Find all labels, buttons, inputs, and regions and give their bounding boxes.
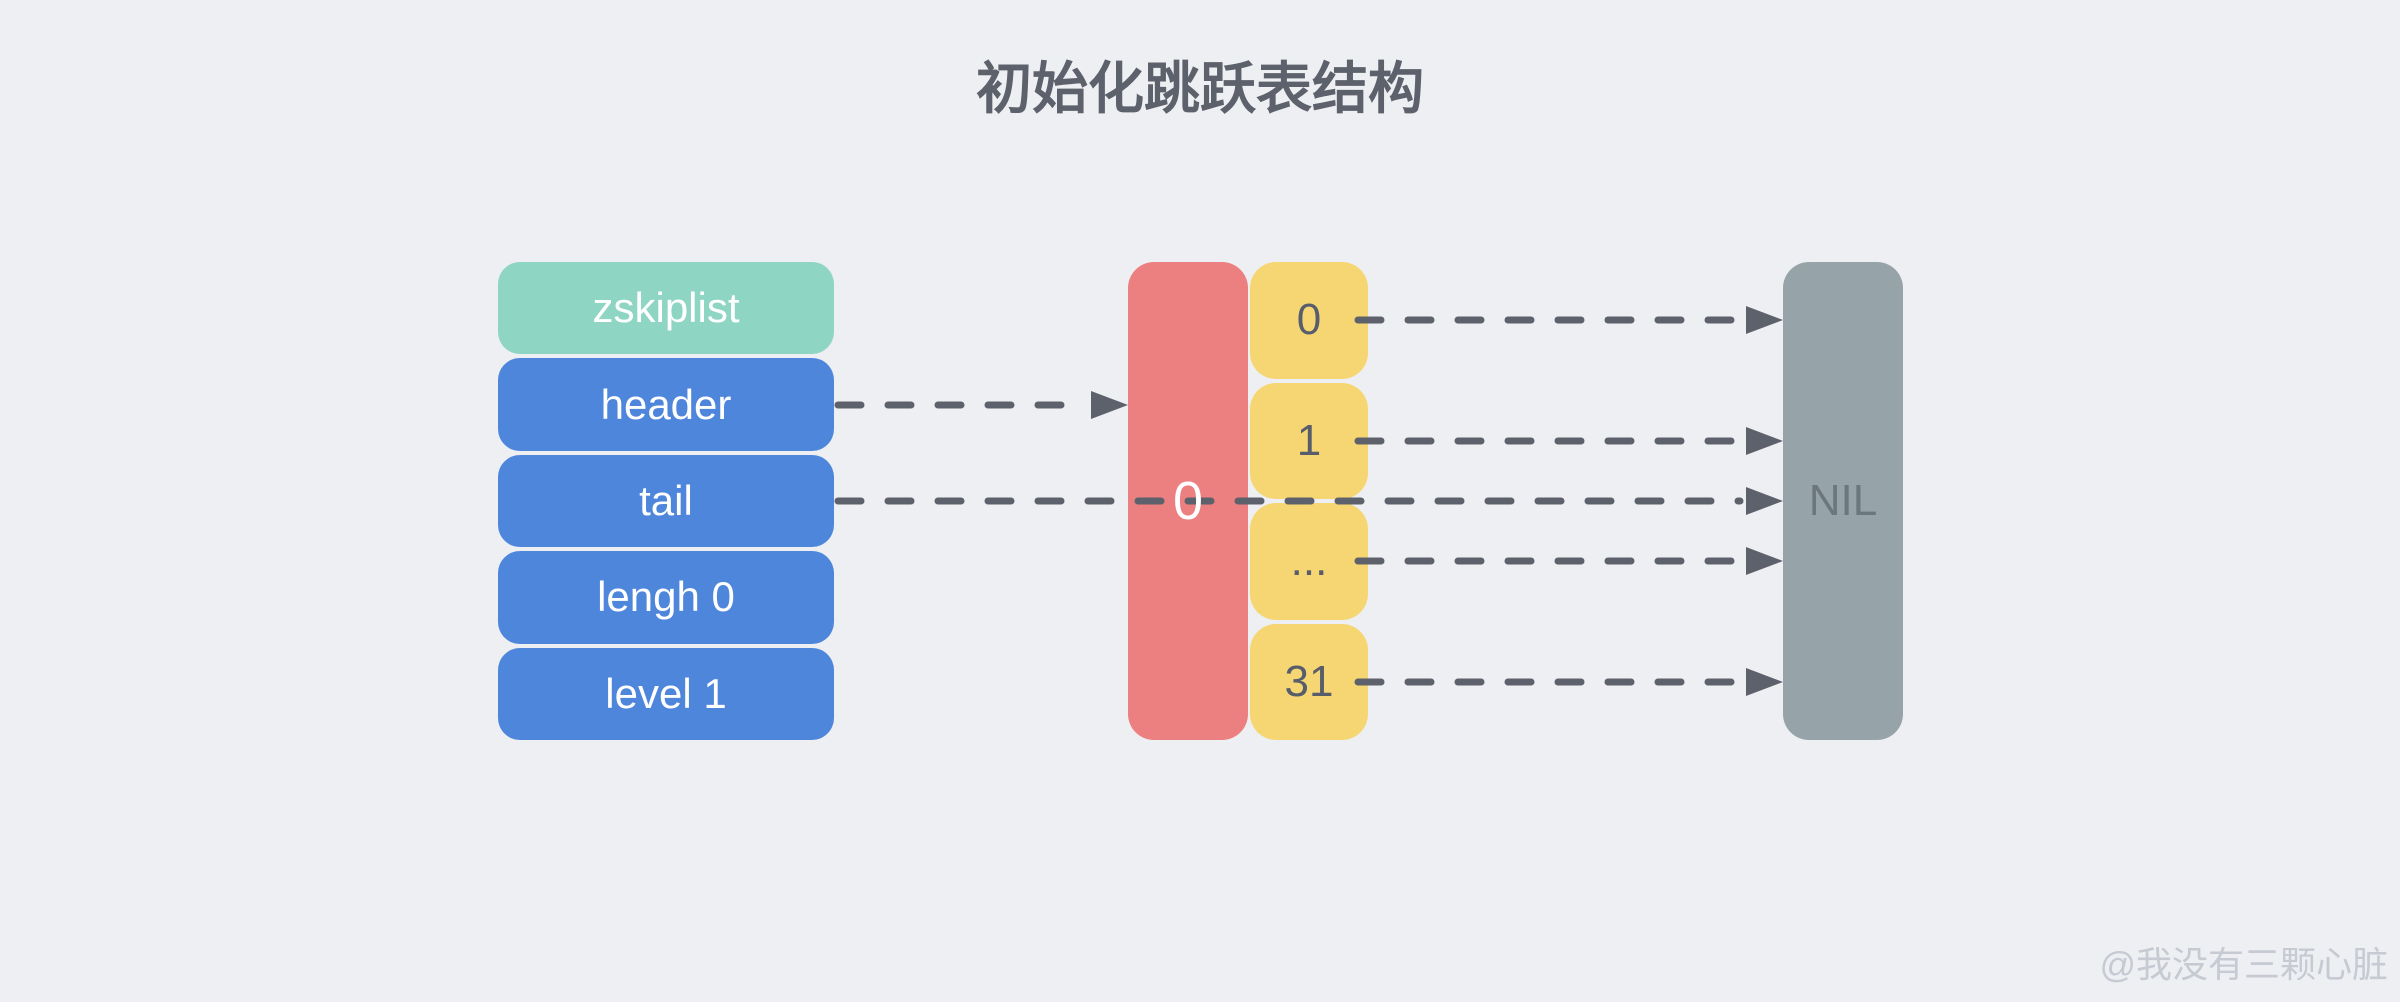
- field-tail-label: tail: [639, 477, 693, 525]
- arrowhead-icon: [1746, 427, 1783, 455]
- field-length-label: lengh 0: [597, 573, 735, 621]
- arrow-leveldots-to-nil: [1354, 547, 1783, 575]
- arrow-level31-to-nil: [1354, 668, 1783, 696]
- field-level-label: level 1: [605, 669, 727, 717]
- arrow-level1-to-nil: [1354, 427, 1783, 455]
- arrowhead-icon: [1746, 547, 1783, 575]
- arrowhead-icon: [1746, 306, 1783, 334]
- field-header-label: header: [600, 380, 732, 428]
- level-array-item-1: 1: [1250, 382, 1368, 499]
- level-array-item-0: 0: [1250, 262, 1368, 379]
- level-array-item-1-label: 1: [1296, 415, 1322, 465]
- diagram-title: 初始化跳跃表结构: [976, 57, 1424, 120]
- level-array-item-31: 31: [1250, 623, 1368, 740]
- field-tail-box: tail: [498, 454, 834, 548]
- nil-label: NIL: [1808, 476, 1878, 525]
- level-node-value: 0: [1172, 471, 1204, 531]
- field-header-box: header: [498, 358, 834, 451]
- zskiplist-type-box: zskiplist: [498, 262, 834, 355]
- watermark: @我没有三颗心脏: [2099, 944, 2388, 985]
- field-level-box: level 1: [498, 647, 834, 741]
- level-array: 0 1 ... 31: [1250, 262, 1368, 740]
- arrow-header-to-level-node: [834, 391, 1128, 419]
- level-array-item-dots: ...: [1250, 503, 1368, 620]
- field-length-box: lengh 0: [498, 551, 834, 644]
- arrowhead-icon: [1091, 391, 1128, 419]
- zskiplist-type-label: zskiplist: [592, 284, 740, 332]
- zskiplist-struct: zskiplist header tail lengh 0 level 1: [498, 262, 834, 741]
- level-array-item-0-label: 0: [1296, 295, 1322, 345]
- arrowhead-icon: [1746, 668, 1783, 696]
- level-array-item-31-label: 31: [1284, 656, 1334, 706]
- arrow-tail-to-nil: [834, 487, 1783, 515]
- level-array-item-dots-label: ...: [1290, 536, 1328, 586]
- arrow-level0-to-nil: [1354, 306, 1783, 334]
- arrowhead-icon: [1746, 487, 1783, 515]
- nil-box: NIL: [1783, 262, 1903, 740]
